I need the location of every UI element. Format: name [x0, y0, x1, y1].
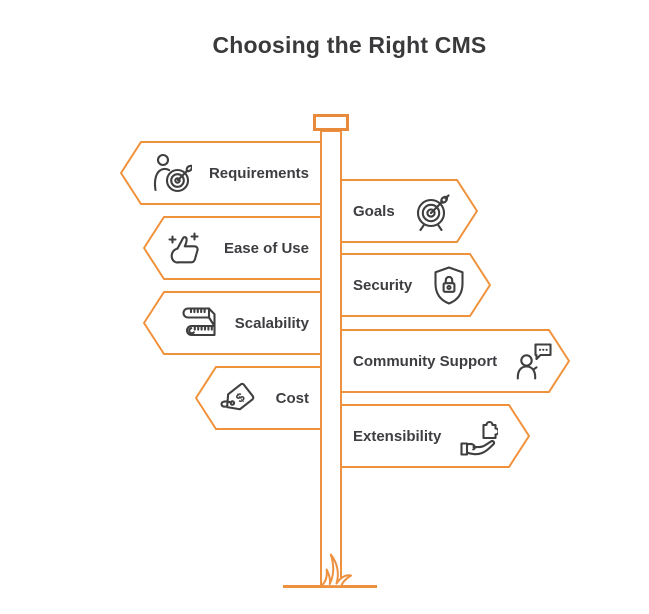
left-arrow-sign-shape [143, 216, 322, 280]
sign-label: Ease of Use [223, 239, 309, 257]
sign-label: Cost [275, 389, 309, 407]
sign-label: Community Support [353, 352, 498, 370]
price-tag-icon: $ [219, 378, 259, 418]
sign-ease-of-use: Ease of Use [143, 216, 322, 280]
signpost-pole [320, 130, 342, 587]
hand-puzzle-icon [458, 416, 499, 456]
sign-extensibility: Extensibility [340, 404, 530, 468]
signpost-pole-cap [313, 114, 349, 131]
sign-label: Security [353, 276, 413, 294]
sign-scalability: Scalability [143, 291, 322, 355]
person-chat-icon [514, 341, 554, 381]
measuring-tape-icon [178, 303, 218, 343]
grass-tuft [320, 553, 352, 588]
person-target-icon [152, 153, 192, 193]
sign-label: Extensibility [353, 427, 442, 445]
sign-security: Security [340, 253, 491, 317]
sign-community-support: Community Support [340, 329, 570, 393]
sign-requirements: Requirements [120, 141, 322, 205]
sign-label: Goals [353, 202, 395, 220]
sign-cost: $ Cost [195, 366, 322, 430]
shield-lock-icon [429, 265, 469, 305]
sign-goals: Goals [340, 179, 478, 243]
left-arrow-sign-shape [195, 366, 322, 430]
sign-label: Requirements [208, 164, 309, 182]
dartboard-icon [412, 191, 452, 231]
thumbs-up-sparkles-icon [167, 228, 207, 268]
sign-label: Scalability [234, 314, 309, 332]
page-title: Choosing the Right CMS [212, 32, 487, 58]
